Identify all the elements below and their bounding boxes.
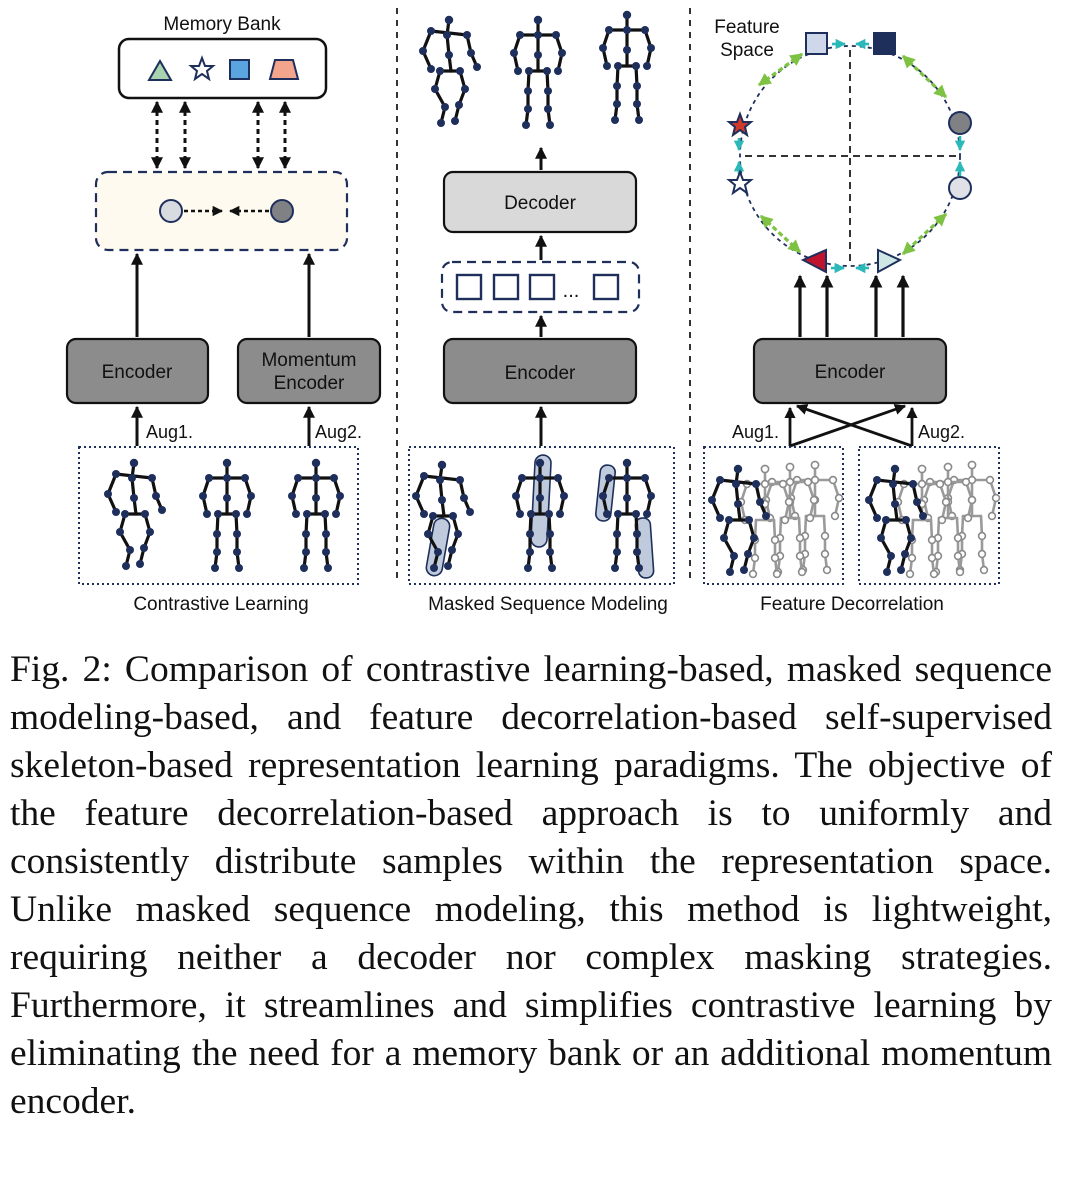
feature-space-ring [739,45,961,267]
aug1-skeleton-box [703,446,844,585]
masked-encoder-box [442,337,638,405]
repulsion-arrow [901,212,948,256]
token-square [592,273,620,301]
blue-square-icon [229,59,250,80]
decoder-box [442,170,638,234]
encoder-box [65,337,210,405]
feature-decorrelation-panel-label: Feature Decorrelation [760,594,944,615]
salmon-trapezoid-icon [268,59,300,80]
momentum-encoder-label-line1: Momentum [261,350,356,371]
light-blue-square-icon [805,32,828,55]
green-triangle-icon [147,59,173,81]
decoder-label: Decoder [504,193,576,214]
decorrelation-aug1-label: Aug1. [732,422,779,442]
contrastive-learning-panel: Memory Bank Encoder Momentum Encoder Aug… [65,14,382,615]
decorrelation-encoder-box [752,337,948,405]
red-triangle-icon [800,248,827,274]
figure-caption: Fig. 2: Comparison of contrastive learni… [10,649,1052,1122]
encoder-label: Encoder [102,362,173,383]
aug1-label: Aug1. [146,422,193,442]
outline-star-icon [188,55,216,82]
repulsion-arrow [901,54,948,99]
masked-skeleton [510,457,570,574]
decorrelation-encoder-label: Encoder [815,362,886,383]
token-ellipsis: ... [563,280,580,302]
reconstructed-skeleton [508,14,568,131]
token-square [528,273,556,301]
masked-skeleton-input-box [408,446,675,585]
memory-bank-label: Memory Bank [163,14,281,35]
mask-highlight [425,517,451,577]
skeleton-figure [197,457,257,574]
masked-encoder-label: Encoder [505,363,576,384]
aug2-skeleton-box [858,446,1000,585]
navy-square-icon [873,32,896,55]
repulsion-arrow [757,52,804,87]
repulsion-arrow [759,214,802,254]
light-gray-circle-icon [948,176,972,200]
comparison-figure: Memory Bank Encoder Momentum Encoder Aug… [65,8,1001,615]
memory-bank-box [117,37,328,100]
skeleton-input-box [78,446,359,585]
reconstructed-skeleton [597,9,657,126]
momentum-encoder-label-line2: Encoder [274,373,345,394]
decorrelation-aug2-label: Aug2. [918,422,965,442]
masked-sequence-panel: Decoder ... Encoder Masked Sequence Mode… [408,9,675,615]
token-square [492,273,520,301]
feature-space-label-line1: Feature [714,17,779,38]
red-star-icon [726,111,754,138]
light-teal-triangle-icon [877,248,903,274]
skeleton-figure [102,457,168,572]
reconstructed-skeleton [417,14,483,129]
momentum-encoder-box [236,337,382,405]
aug1-cross-arrow [789,404,907,448]
light-gray-circle-icon [159,199,183,223]
aug2-cross-arrow [795,404,913,448]
masked-sequence-panel-label: Masked Sequence Modeling [428,594,668,615]
dark-gray-circle-icon [270,199,294,223]
feature-space-label-line2: Space [720,40,774,61]
skeleton-figure [286,457,346,574]
token-square [455,273,483,301]
feature-decorrelation-panel: Feature Space [703,17,1001,615]
aug2-label: Aug2. [315,422,362,442]
outline-star-icon [726,169,754,196]
dark-gray-circle-icon [948,111,972,135]
contrastive-learning-panel-label: Contrastive Learning [133,594,308,615]
